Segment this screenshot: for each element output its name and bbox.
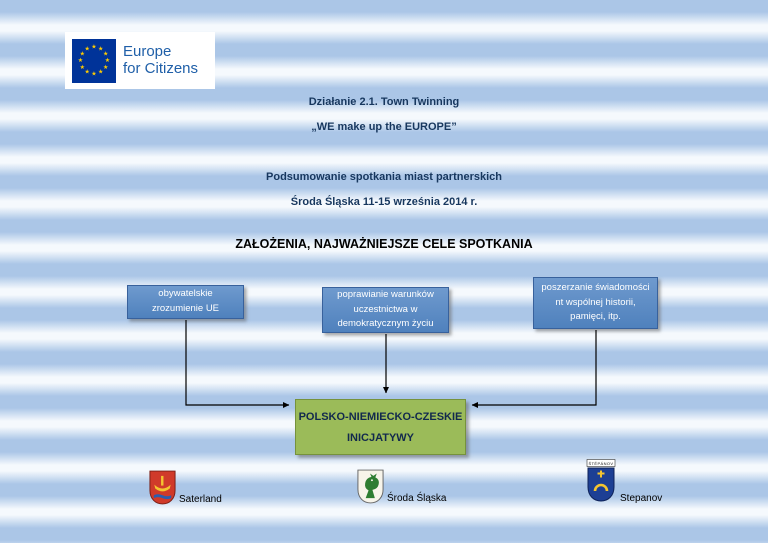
svg-text:★: ★: [103, 63, 108, 70]
svg-text:★: ★: [85, 45, 90, 52]
connector-arrow-left: [185, 320, 290, 409]
header-summary: Podsumowanie spotkania miast partnerskic…: [266, 171, 502, 183]
result-line1: POLSKO-NIEMIECKO-CZESKIE: [298, 410, 463, 423]
crest-sroda-slaska: Środa Śląska: [356, 468, 446, 505]
cause-box-citizen-understanding: obywatelskie zrozumienie UE: [127, 285, 244, 319]
stepanov-banner-text: ŠTĚPÁNOV: [589, 461, 614, 466]
svg-text:★: ★: [98, 68, 103, 75]
cause-box-shared-history: poszerzanie świadomości nt wspólnej hist…: [533, 277, 658, 329]
eu-flag-icon: ★ ★ ★ ★ ★ ★ ★ ★ ★ ★ ★ ★: [72, 38, 116, 83]
svg-text:★: ★: [78, 57, 83, 64]
eu-logo: ★ ★ ★ ★ ★ ★ ★ ★ ★ ★ ★ ★ Europe for Citiz…: [65, 32, 215, 89]
header-motto: „WE make up the EUROPE”: [311, 121, 457, 133]
svg-text:★: ★: [105, 57, 110, 64]
connector-arrow-right: [471, 330, 597, 409]
result-box-initiatives: POLSKO-NIEMIECKO-CZESKIE INICJATYWY: [295, 399, 466, 455]
result-line2: INICJATYWY: [346, 431, 415, 444]
section-title: ZAŁOŻENIA, NAJWAŻNIEJSZE CELE SPOTKANIA: [235, 237, 533, 251]
saterland-coat-of-arms-icon: [149, 470, 176, 505]
header-program: Działanie 2.1. Town Twinning: [308, 96, 460, 108]
eu-logo-text: Europe for Citizens: [123, 42, 199, 78]
crest-label-stepanov: Stepanov: [620, 493, 663, 504]
cause-box-democratic-participation: poprawianie warunków uczestnictwa w demo…: [322, 287, 449, 333]
header-event-date: Środa Śląska 11-15 września 2014 r.: [290, 196, 478, 208]
crest-label-sroda-slaska: Środa Śląska: [387, 493, 447, 504]
sroda-slaska-coat-of-arms-icon: [357, 469, 384, 504]
svg-text:★: ★: [103, 50, 108, 57]
eu-logo-line1: Europe: [123, 42, 172, 60]
crest-saterland: Saterland: [148, 469, 222, 506]
svg-text:★: ★: [98, 45, 103, 52]
svg-text:★: ★: [85, 68, 90, 75]
svg-text:★: ★: [91, 43, 96, 50]
eu-logo-line2: for Citizens: [123, 59, 199, 77]
svg-text:★: ★: [91, 70, 96, 77]
crest-label-saterland: Saterland: [179, 494, 222, 505]
stepanov-coat-of-arms-icon: ŠTĚPÁNOV: [586, 459, 616, 502]
svg-text:★: ★: [80, 50, 85, 57]
crest-stepanov: ŠTĚPÁNOV Stepanov: [584, 459, 662, 505]
svg-text:★: ★: [80, 63, 85, 70]
